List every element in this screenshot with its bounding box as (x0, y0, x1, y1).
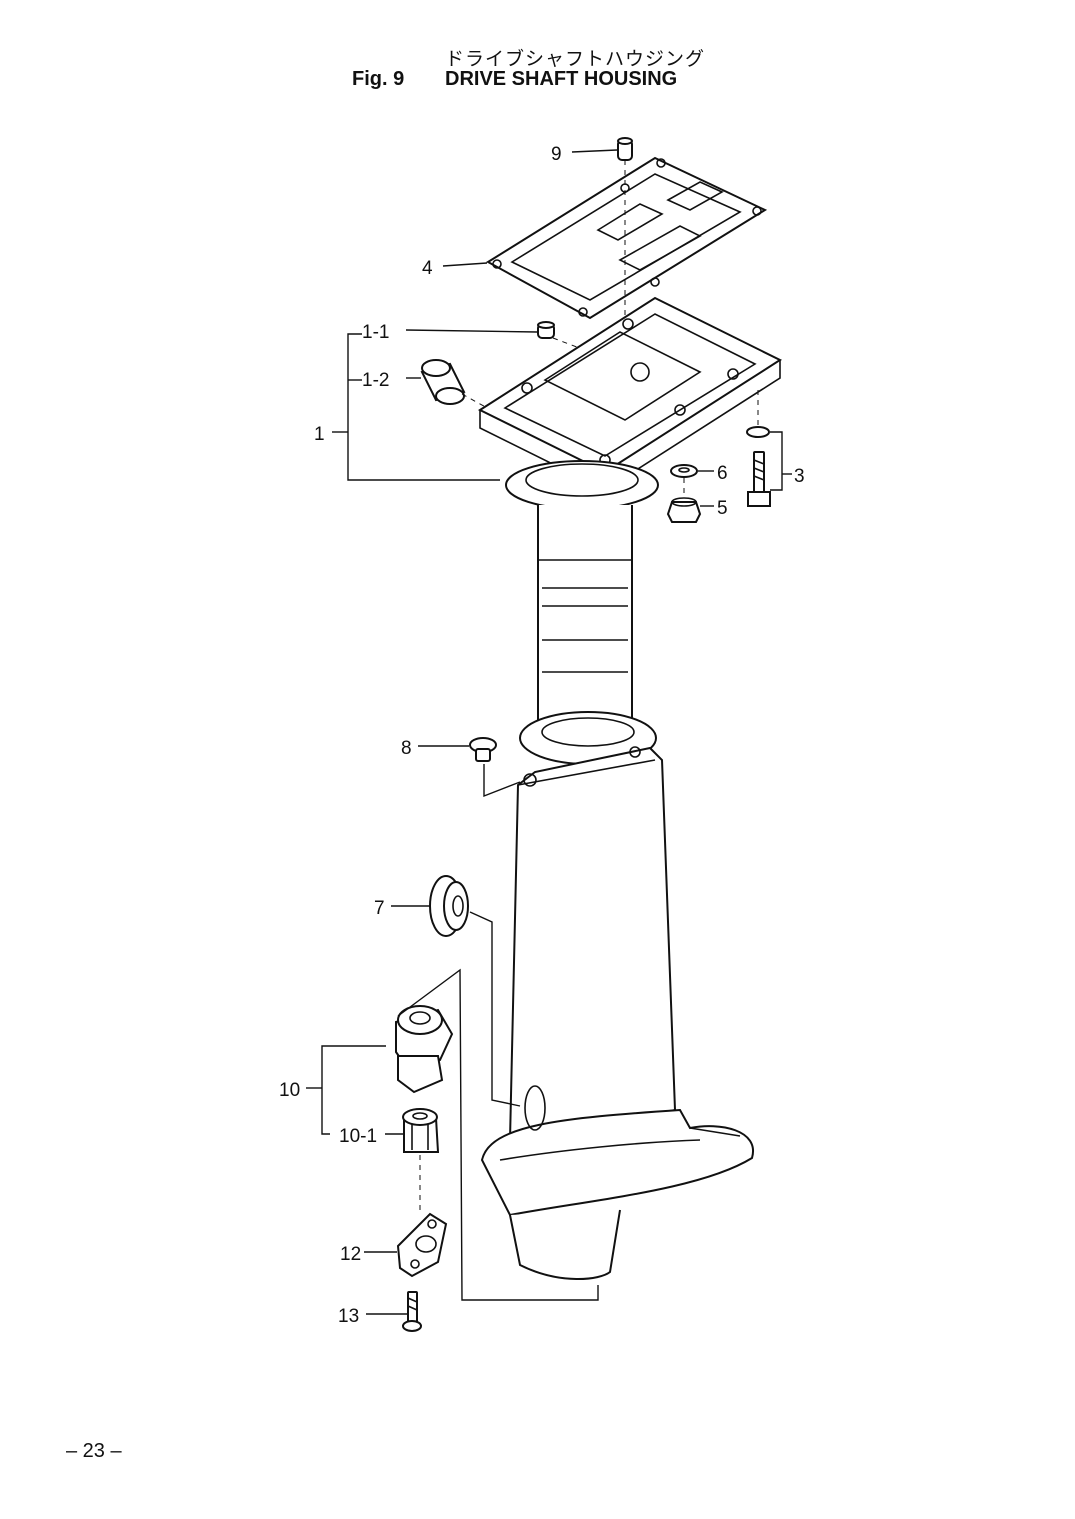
screw-13 (402, 1291, 422, 1332)
japanese-title: ドライブシャフトハウジング (445, 48, 706, 70)
callout-10-1: 10-1 (339, 1126, 377, 1147)
bushing-1-1 (537, 321, 555, 339)
callout-3: 3 (794, 466, 805, 487)
callout-6: 6 (717, 463, 728, 484)
plate-12 (396, 1212, 448, 1278)
callout-10: 10 (279, 1080, 300, 1101)
washer-6 (670, 464, 698, 478)
dowel-pin-9 (617, 137, 633, 161)
callout-13: 13 (338, 1306, 359, 1327)
page-number: – 23 – (66, 1440, 122, 1462)
grommet-7 (429, 875, 469, 937)
plug-8 (469, 737, 497, 762)
callout-1-1: 1-1 (362, 322, 389, 343)
callout-9: 9 (551, 144, 562, 165)
sleeve-1-2 (420, 359, 466, 405)
callout-12: 12 (340, 1244, 361, 1265)
callout-5: 5 (717, 498, 728, 519)
callout-4: 4 (422, 258, 433, 279)
callout-1: 1 (314, 424, 325, 445)
callout-8: 8 (401, 738, 412, 759)
figure-title: DRIVE SHAFT HOUSING (445, 68, 678, 90)
drive-shaft-housing-1 (477, 296, 783, 1280)
callout-1-2: 1-2 (362, 370, 389, 391)
holder-10 (395, 1005, 454, 1094)
nut-10-1 (402, 1108, 440, 1153)
figure-number: Fig. 9 (352, 68, 405, 90)
gasket-4 (486, 156, 768, 320)
callout-7: 7 (374, 898, 385, 919)
bolt-3 (746, 426, 771, 507)
nut-5 (666, 497, 702, 523)
